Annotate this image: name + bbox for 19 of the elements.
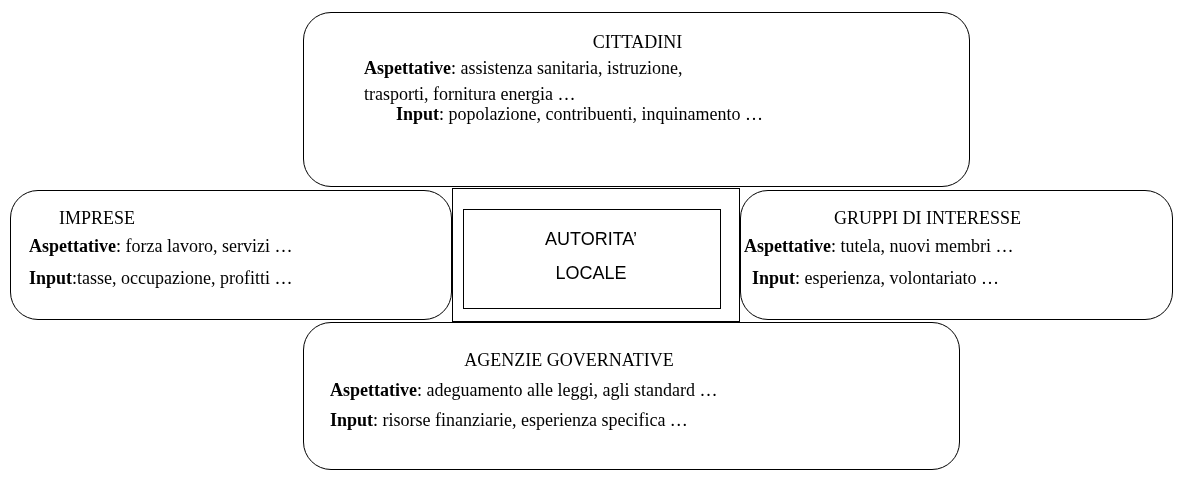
frame-box [452, 188, 740, 322]
box-heading: GRUPPI DI INTERESSE [834, 207, 1022, 229]
rounded-box [303, 322, 960, 470]
description-text: Aspettative: adeguamento alle leggi, agli standard … [330, 379, 719, 401]
description-text: Aspettative: forza lavoro, servizi … [29, 235, 294, 257]
rounded-box [740, 190, 1173, 320]
description-text: Aspettative: tutela, nuovi membri … [744, 235, 1015, 257]
description-text: Input: popolazione, contribuenti, inquinamento … [396, 104, 764, 125]
label-box [463, 209, 721, 309]
box-heading: IMPRESE [59, 207, 137, 229]
description-text: Aspettative: assistenza sanitaria, istruzione, trasporti, fornitura energia … [364, 57, 684, 106]
box-label: AUTORITA’ LOCALE [544, 228, 638, 285]
rounded-box [303, 12, 970, 187]
box-heading: AGENZIE GOVERNATIVE [463, 349, 675, 371]
description-text: Input: risorse finanziarie, esperienza specifica … [330, 409, 689, 431]
rounded-box [10, 190, 452, 320]
box-heading: CITTADINI [591, 31, 684, 53]
description-text: Input:tasse, occupazione, profitti … [29, 267, 294, 289]
description-text: Input: esperienza, volontariato … [752, 267, 1000, 289]
